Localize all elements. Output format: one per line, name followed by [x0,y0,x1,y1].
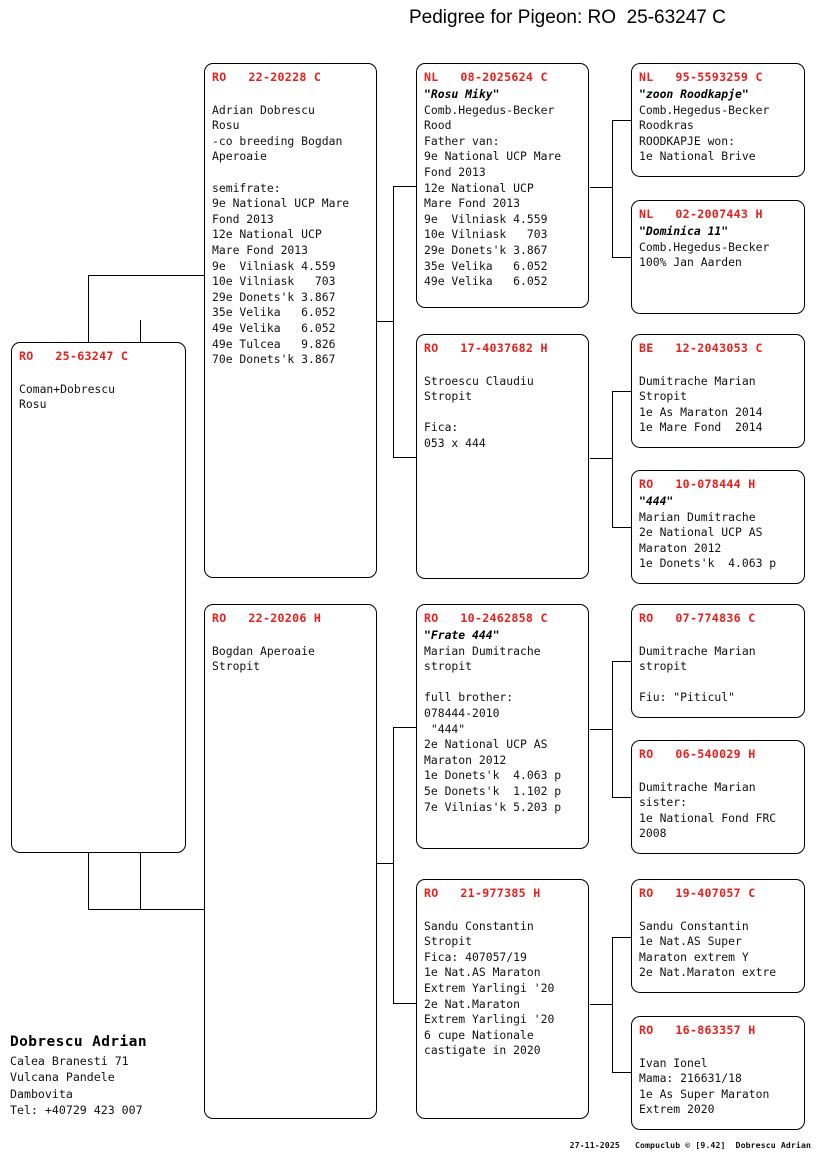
box-body: Dumitrache Marian Stropit 1e As Maraton … [639,373,763,435]
box-body: Bogdan Aperoaie Stropit [212,643,315,674]
box-body: Comb.Hegedus-Becker Rood Father van: 9e … [424,102,562,289]
box-body: Marian Dumitrache stropit full brother: … [424,643,562,814]
ring-number: NL 95-5593259 C [639,70,763,84]
box-body: Sandu Constantin Stropit Fica: 407057/19… [424,918,555,1058]
ring-number: RO 10-078444 H [639,477,756,491]
box-body: Coman+Dobrescu Rosu [19,381,116,412]
owner-address: Calea Branesti 71 Vulcana Pandele Dambov… [10,1054,143,1118]
connector-dd-to-dam [612,1072,633,1074]
connector-ss-vertical [612,120,614,258]
pedigree-box-sd-dam[interactable]: RO 10-078444 H "444" Marian Dumitrache 2… [631,470,805,584]
ring-number: RO 22-20206 H [212,611,322,625]
box-nickname: "zoon Roodkapje" [639,87,749,101]
box-body: Stroescu Claudiu Stropit Fica: 053 x 444 [424,373,534,450]
ring-number: RO 22-20228 C [212,70,322,84]
box-nickname: "Rosu Miky" [424,87,500,101]
connector-dd-stub [590,1004,613,1006]
connector-sire-to-sd [393,457,416,459]
connector-sd-to-sire [612,391,633,393]
ring-number: NL 08-2025624 C [424,70,548,84]
connector-subject-to-sire [88,275,204,277]
connector-dam-to-dd [393,1003,416,1005]
connector-ds-to-dam [612,797,633,799]
ring-number: NL 02-2007443 H [639,207,763,221]
connector-dam-vertical [393,727,395,1003]
connector-sire-stub [377,321,394,323]
owner-block: Dobrescu Adrian Calea Branesti 71 Vulcan… [10,1031,210,1119]
colophon: 27-11-2025 Compuclub © [9.42] Dobrescu A… [569,1140,811,1150]
page-title: Pedigree for Pigeon: RO 25-63247 C [409,7,726,28]
pedigree-box-ss-sire[interactable]: NL 95-5593259 C "zoon Roodkapje" Comb.He… [631,63,805,177]
ring-number: BE 12-2043053 C [639,341,763,355]
pedigree-box-sd-sire[interactable]: BE 12-2043053 C Dumitrache Marian Stropi… [631,334,805,448]
ring-number: RO 17-4037682 H [424,341,548,355]
ring-number: RO 06-540029 H [639,747,756,761]
box-body: Ivan Ionel Mama: 216631/18 1e As Super M… [639,1055,770,1117]
connector-dam-to-ds [393,727,416,729]
pedigree-box-sire-sire[interactable]: NL 08-2025624 C "Rosu Miky" Comb.Hegedus… [416,63,589,308]
pedigree-box-dam[interactable]: RO 22-20206 H Bogdan Aperoaie Stropit [204,604,377,1119]
pedigree-box-ds-sire[interactable]: RO 07-774836 C Dumitrache Marian stropit… [631,604,805,718]
pedigree-box-subject[interactable]: RO 25-63247 C Coman+Dobrescu Rosu [11,342,186,853]
connector-ss-stub [590,187,613,189]
ring-number: RO 16-863357 H [639,1023,756,1037]
pedigree-box-sire[interactable]: RO 22-20228 C Adrian Dobrescu Rosu -co b… [204,63,377,578]
box-body: Sandu Constantin 1e Nat.AS Super Maraton… [639,918,777,980]
connector-sd-to-dam [612,527,633,529]
ring-number: RO 10-2462858 C [424,611,548,625]
connector-sd-stub [590,458,613,460]
pedigree-box-sire-dam[interactable]: RO 17-4037682 H Stroescu Claudiu Stropit… [416,334,589,579]
connector-ss-to-dam [612,257,633,259]
connector-ds-to-sire [612,661,633,663]
ring-number: RO 07-774836 C [639,611,756,625]
ring-number: RO 21-977385 H [424,886,541,900]
pedigree-box-dam-dam[interactable]: RO 21-977385 H Sandu Constantin Stropit … [416,879,589,1119]
owner-name: Dobrescu Adrian [10,1034,147,1050]
box-body: Comb.Hegedus-Becker Roodkras ROODKAPJE w… [639,102,770,164]
connector-subject-stub-bottom [140,852,142,910]
connector-subject-to-dam [88,909,204,911]
pedigree-box-dam-sire[interactable]: RO 10-2462858 C "Frate 444" Marian Dumit… [416,604,589,849]
pedigree-box-dd-sire[interactable]: RO 19-407057 C Sandu Constantin 1e Nat.A… [631,879,805,993]
connector-sire-to-ss [393,186,416,188]
connector-sd-vertical [612,391,614,528]
pedigree-box-ds-dam[interactable]: RO 06-540029 H Dumitrache Marian sister:… [631,740,805,854]
connector-ds-stub [590,729,613,731]
connector-dd-to-sire [612,937,633,939]
pedigree-box-ss-dam[interactable]: NL 02-2007443 H "Dominica 11" Comb.Heged… [631,200,805,314]
box-body: Dumitrache Marian stropit Fiu: "Piticul" [639,643,756,705]
box-nickname: "444" [639,494,674,508]
connector-dam-stub [377,863,394,865]
ring-number: RO 19-407057 C [639,886,756,900]
box-nickname: "Dominica 11" [639,224,729,238]
ring-number: RO 25-63247 C [19,349,129,363]
connector-ss-to-sire [612,120,633,122]
pedigree-box-dd-dam[interactable]: RO 16-863357 H Ivan Ionel Mama: 216631/1… [631,1016,805,1130]
connector-subject-stub-top [140,320,142,342]
box-body: Adrian Dobrescu Rosu -co breeding Bogdan… [212,102,350,367]
box-body: Comb.Hegedus-Becker 100% Jan Aarden [639,239,770,270]
box-body: Dumitrache Marian sister: 1e National Fo… [639,779,777,841]
box-nickname: "Frate 444" [424,628,500,642]
box-body: Marian Dumitrache 2e National UCP AS Mar… [639,509,777,571]
